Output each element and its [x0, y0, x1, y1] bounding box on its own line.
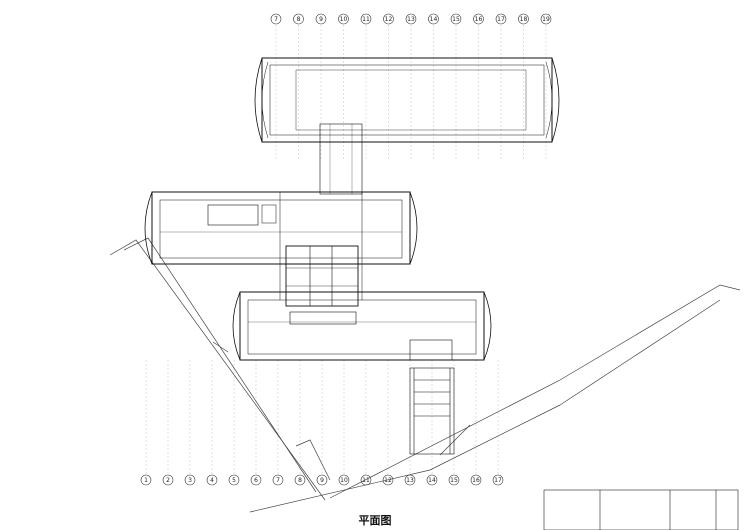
top-axis-label: 14 — [430, 16, 438, 23]
top-axis-bubble — [428, 13, 439, 25]
bottom-axis-bubble — [184, 474, 196, 486]
bottom-axis-label: 10 — [340, 477, 348, 484]
top-axis-label: 12 — [385, 16, 393, 23]
top-axis-label: 16 — [475, 16, 483, 23]
adjacent-building — [543, 489, 739, 530]
bottom-axis-bubble — [250, 474, 262, 486]
middle-wing — [144, 191, 418, 300]
top-axis-bubble — [293, 13, 304, 25]
bottom-axis-label: 9 — [320, 477, 324, 484]
top-axis-bubble — [518, 13, 529, 25]
bottom-axis-bubble — [206, 474, 218, 486]
bottom-axis-label: 15 — [450, 477, 458, 484]
bottom-axis-bubble — [162, 474, 174, 486]
bottom-axis-bubble — [316, 474, 328, 486]
bottom-axis-bubble — [426, 474, 438, 486]
top-axis-bubble — [270, 13, 282, 25]
top-axis-bubble — [473, 13, 484, 25]
bottom-axis-label: 11 — [362, 477, 370, 484]
bottom-axis-label: 3 — [188, 477, 192, 484]
bottom-axis-label: 2 — [166, 477, 170, 484]
bottom-axis-bubble — [470, 474, 482, 486]
bottom-axis-label: 14 — [428, 477, 436, 484]
ramp-bridge — [409, 367, 455, 455]
lower-wing — [232, 291, 492, 361]
top-axis-label: 15 — [452, 16, 460, 23]
top-axis-label: 18 — [520, 16, 528, 23]
top-axis-bubble — [315, 13, 327, 25]
bottom-axis-bubble — [140, 474, 152, 486]
top-axis-markers: 7 8 9 10 11 12 13 14 15 16 17 18 19 — [270, 13, 552, 25]
bottom-axis-label: 12 — [384, 477, 392, 484]
top-axis-bubble — [450, 13, 462, 25]
upper-wing — [254, 57, 560, 195]
bottom-axis-label: 1 — [144, 477, 148, 484]
top-axis-label: 7 — [274, 16, 278, 23]
bottom-axis-label: 8 — [298, 477, 302, 484]
bottom-axis-label: 5 — [232, 477, 236, 484]
axis-gridlines — [145, 25, 547, 474]
bottom-axis-bubble — [272, 474, 284, 486]
bottom-axis-label: 16 — [472, 477, 480, 484]
service-core — [285, 245, 359, 325]
top-axis-bubble — [495, 13, 507, 25]
drawing-title: 平面图 — [358, 514, 392, 527]
top-axis-label: 13 — [407, 16, 415, 23]
bottom-axis-label: 7 — [276, 477, 280, 484]
bottom-axis-label: 4 — [210, 477, 214, 484]
top-axis-label: 10 — [340, 16, 348, 23]
top-axis-bubble — [540, 13, 552, 25]
top-axis-bubble — [383, 13, 394, 25]
bottom-axis-label: 6 — [254, 477, 258, 484]
bottom-axis-bubble — [448, 474, 460, 486]
bottom-axis-bubble — [492, 474, 504, 486]
top-axis-label: 8 — [297, 16, 301, 23]
top-axis-label: 11 — [362, 16, 370, 23]
bottom-axis-bubble — [228, 474, 240, 486]
bottom-axis-bubble — [294, 474, 306, 486]
top-axis-bubble — [405, 13, 417, 25]
bottom-axis-bubble — [338, 474, 350, 486]
top-axis-label: 9 — [319, 16, 323, 23]
bottom-axis-label: 17 — [494, 477, 502, 484]
bottom-axis-label: 13 — [406, 477, 414, 484]
top-axis-label: 17 — [497, 16, 505, 23]
top-axis-bubble — [338, 13, 349, 25]
top-axis-label: 19 — [542, 16, 550, 23]
site-boundary — [109, 237, 741, 513]
top-axis-bubble — [360, 13, 372, 25]
